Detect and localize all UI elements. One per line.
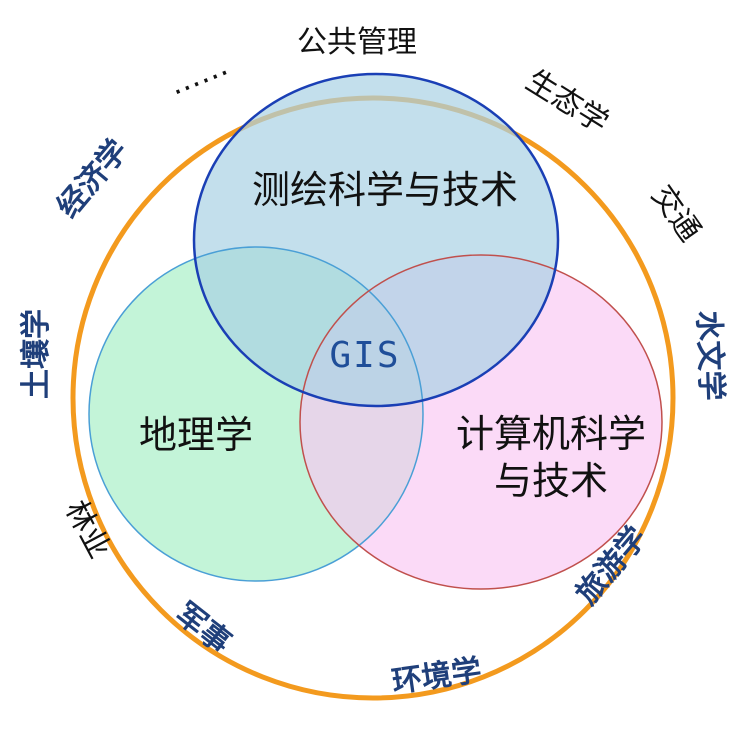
field-forestry: 林业: [58, 495, 117, 564]
computer-label-line2: 与技术: [494, 459, 608, 503]
field-military: 军事: [168, 596, 237, 661]
field-transportation: 交通: [644, 179, 707, 248]
gis-label: GIS: [329, 335, 400, 376]
computer-circle-outline: [299, 254, 663, 590]
field-soil-science: 土壤学: [19, 309, 54, 399]
surveying-circle: [194, 74, 558, 406]
surveying-label: 测绘科学与技术: [252, 168, 518, 212]
field-environmental: 环境学: [390, 653, 484, 700]
field-hydrology: 水文学: [690, 310, 728, 401]
field-ecology: 生态学: [520, 63, 615, 140]
surveying-circle-outline: [192, 72, 560, 408]
field-economics: 经济学: [50, 133, 135, 224]
field-public-management: 公共管理: [297, 25, 417, 60]
computer-label-line1: 计算机科学: [456, 412, 646, 456]
field-ellipsis: ……: [164, 48, 233, 103]
geography-label: 地理学: [139, 413, 253, 457]
geography-circle-outline: [88, 246, 424, 582]
